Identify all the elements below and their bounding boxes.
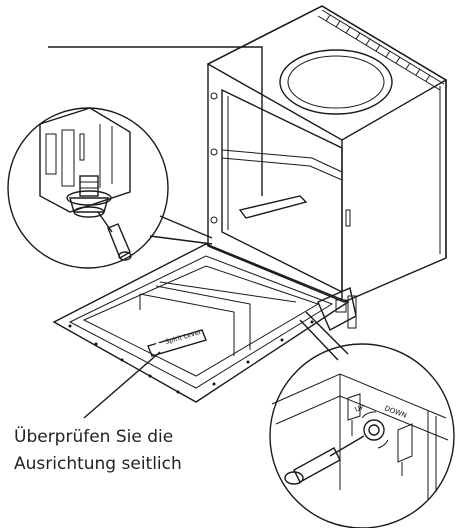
- top-vent-grill: [317, 9, 445, 91]
- tub-circle-cover: [279, 49, 393, 115]
- dishwasher-cabinet: [206, 5, 448, 303]
- caption-line-2: Ausrichtung seitlich: [14, 454, 182, 474]
- right-zoom-callout: UP DOWN: [269, 343, 455, 528]
- top-leader-line: [48, 46, 263, 196]
- left-zoom-callout: [7, 107, 213, 269]
- screwdriver-right-icon: [284, 435, 365, 485]
- door-spirit-level: Spirit Level: [147, 328, 207, 357]
- screwdriver-icon: [97, 211, 132, 261]
- caption-line-1: Überprüfen Sie die: [14, 427, 174, 447]
- open-door: [52, 243, 357, 403]
- down-label: DOWN: [383, 404, 407, 419]
- up-label: UP: [354, 403, 366, 414]
- caption-leader-line: [83, 351, 161, 419]
- leveling-foot: [66, 175, 112, 218]
- top-spirit-level: [238, 195, 308, 219]
- height-adjuster: UP DOWN: [354, 403, 408, 449]
- leveling-caption: Überprüfen Sie die Ausrichtung seitlich: [14, 424, 244, 478]
